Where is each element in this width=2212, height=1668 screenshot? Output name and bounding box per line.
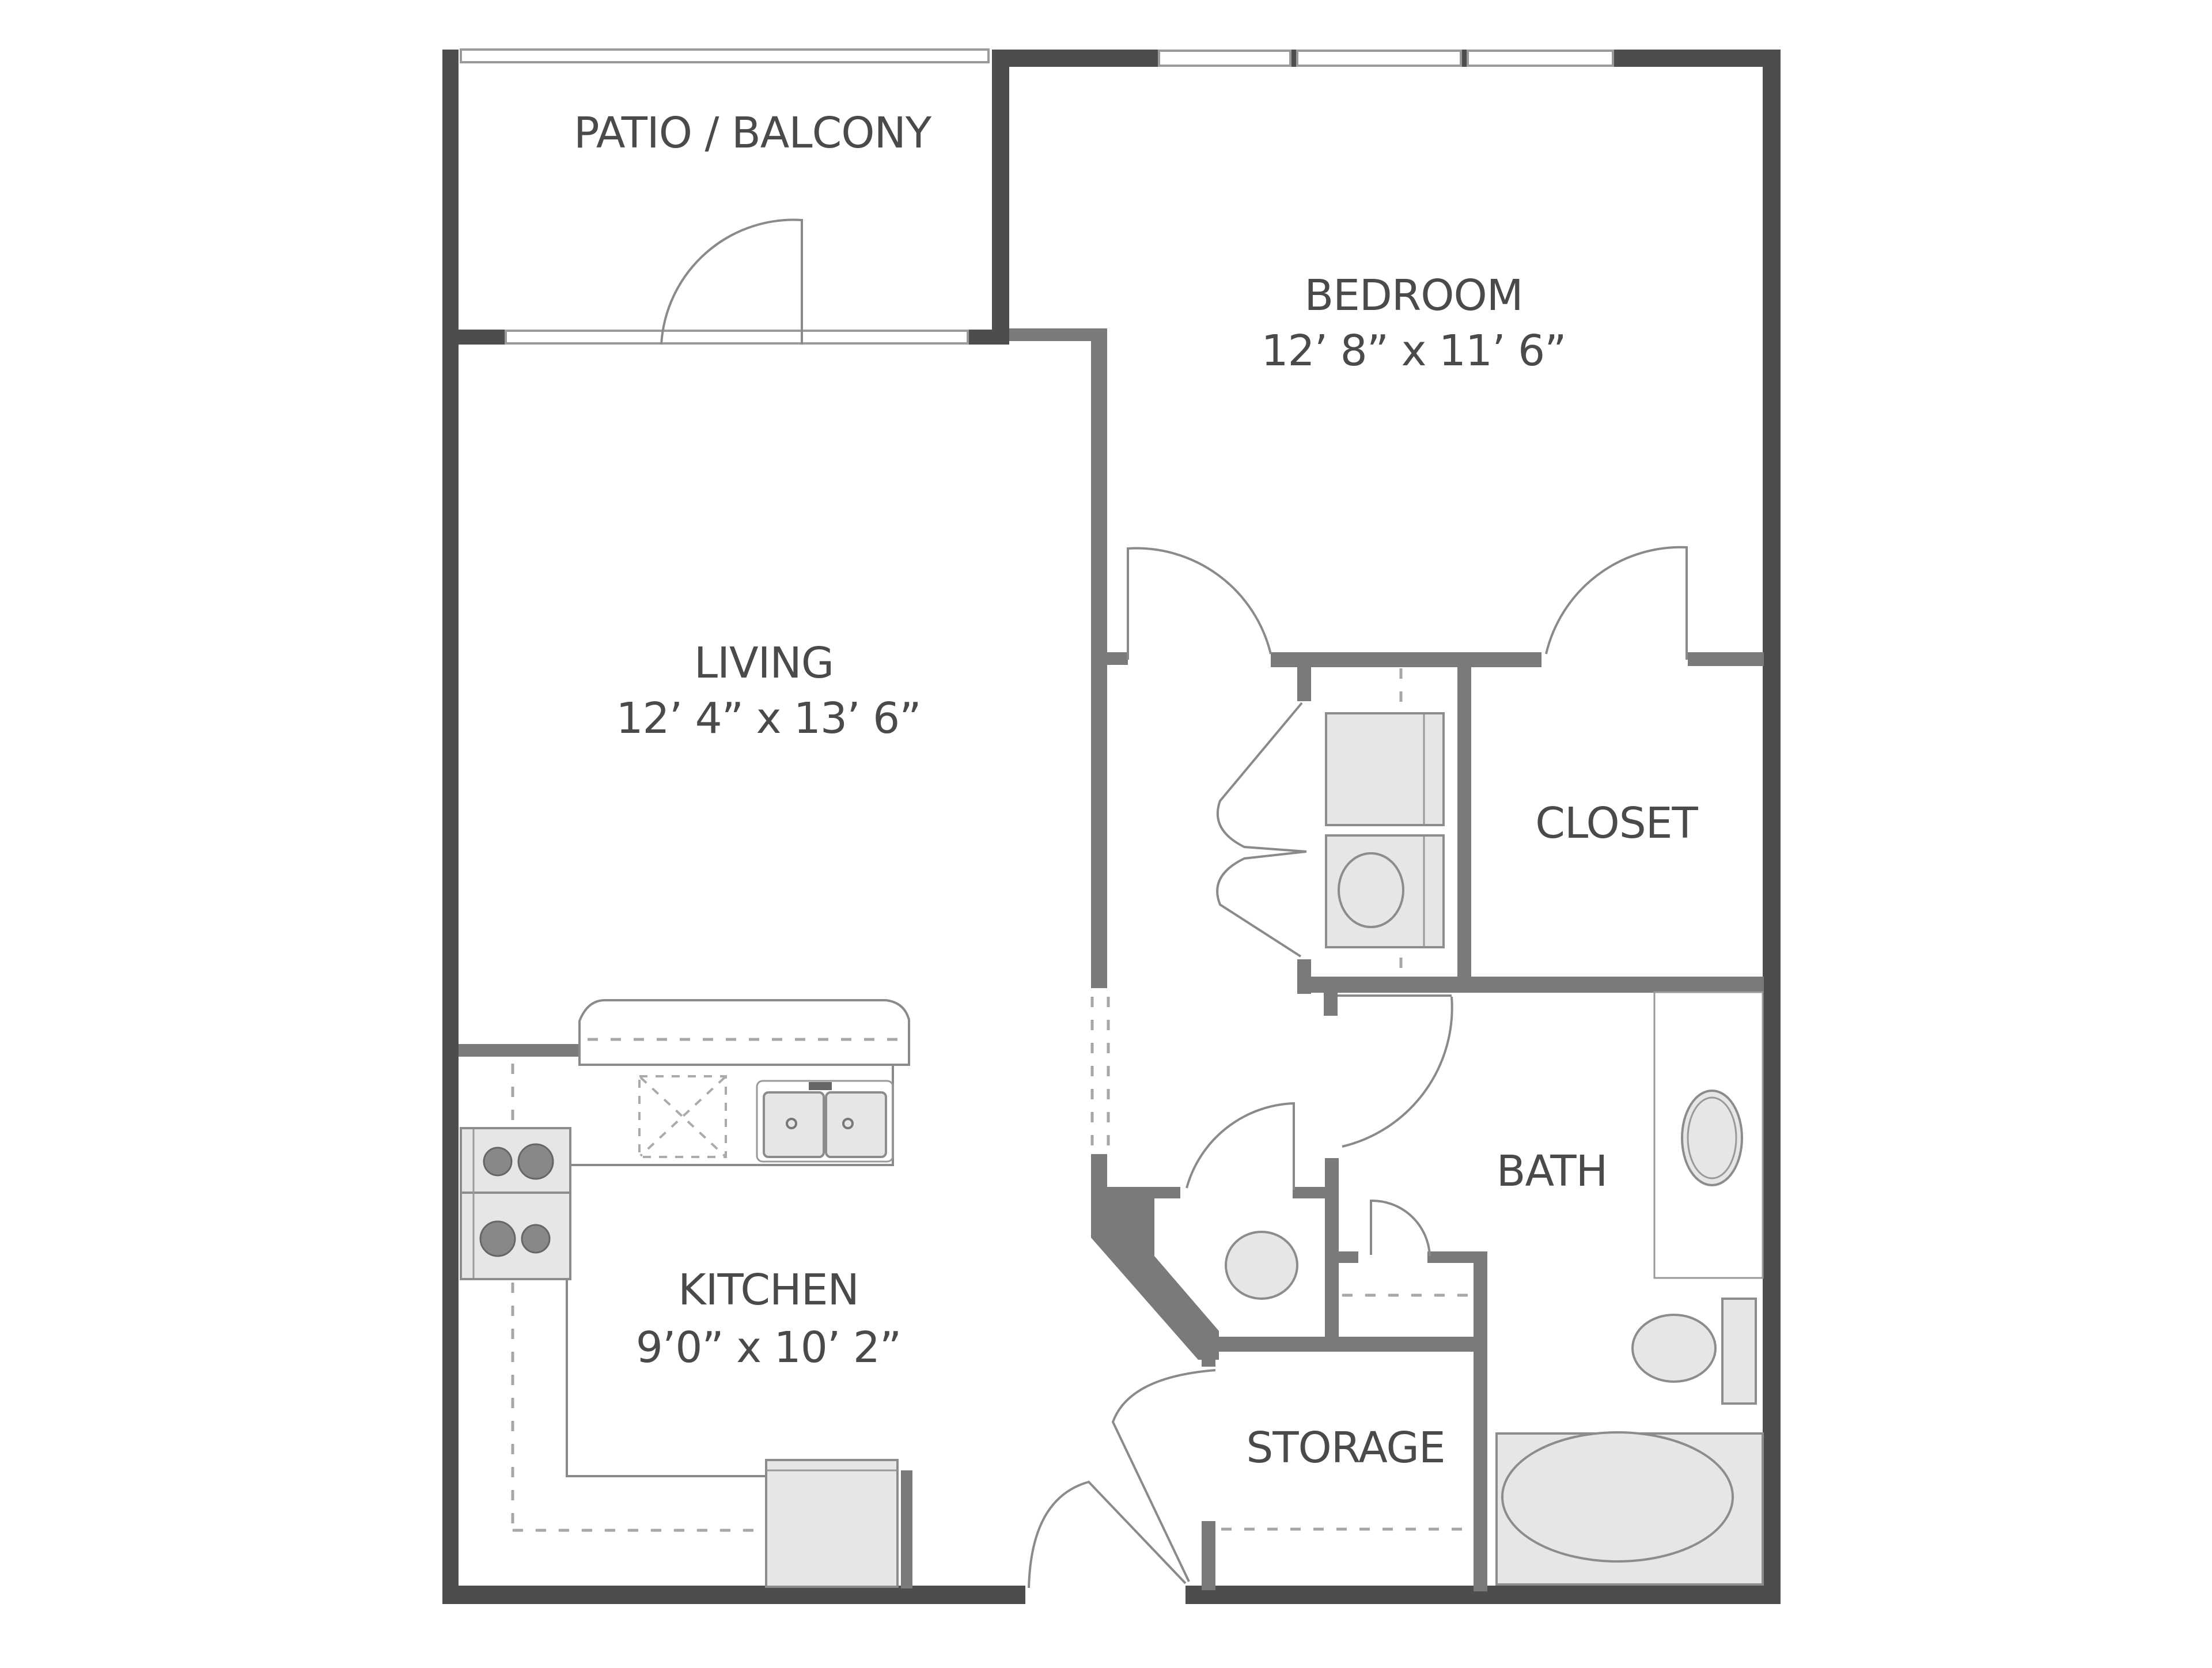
toilet-tank [1721,1298,1757,1405]
label-kitchen: KITCHEN [678,1265,859,1315]
bar-counter [578,999,910,1066]
label-living: LIVING [694,638,834,688]
linen-closet [1342,1199,1470,1297]
vanity-sink [1681,1090,1743,1186]
bedroom-window-2 [1296,50,1462,67]
double-sink [756,1080,894,1163]
water-heater-closet [1185,1102,1298,1300]
patio-door [660,218,803,345]
bedroom-hall-door [1127,547,1272,660]
bedroom-window-1 [1158,50,1291,67]
water-heater [1225,1231,1298,1300]
refrigerator [765,1459,899,1588]
label-kitchen-dims: 9’0” x 10’ 2” [636,1323,901,1372]
label-patio: PATIO / BALCONY [574,108,932,158]
dishwasher [638,1075,727,1158]
windows [460,48,1614,345]
range-stove [460,1127,571,1280]
label-bath: BATH [1497,1147,1608,1196]
bedroom-window-3 [1467,50,1614,67]
label-living-dims: 12’ 4” x 13’ 6” [616,694,921,743]
toilet-bowl [1631,1314,1717,1383]
dryer [1325,712,1445,826]
label-storage: STORAGE [1246,1423,1445,1473]
interior-walls [459,328,1764,1591]
exterior-walls [442,50,1781,1604]
bedroom-closet-door [1545,546,1688,660]
hall-opening [1090,997,1110,1147]
label-bedroom-dims: 12’ 8” x 11’ 6” [1261,326,1566,376]
label-bedroom: BEDROOM [1304,271,1522,320]
bath-fixtures [1338,991,1764,1586]
kitchen-fixtures [460,999,910,1588]
patio-sliding-door [505,330,969,345]
entry-door [1028,1480,1187,1588]
storage-fixtures [1111,1369,1463,1582]
patio-top-opening [460,48,990,63]
label-closet: CLOSET [1535,799,1698,848]
laundry [1216,668,1445,977]
room-labels: PATIO / BALCONY BEDROOM 12’ 8” x 11’ 6” … [574,108,1699,1473]
